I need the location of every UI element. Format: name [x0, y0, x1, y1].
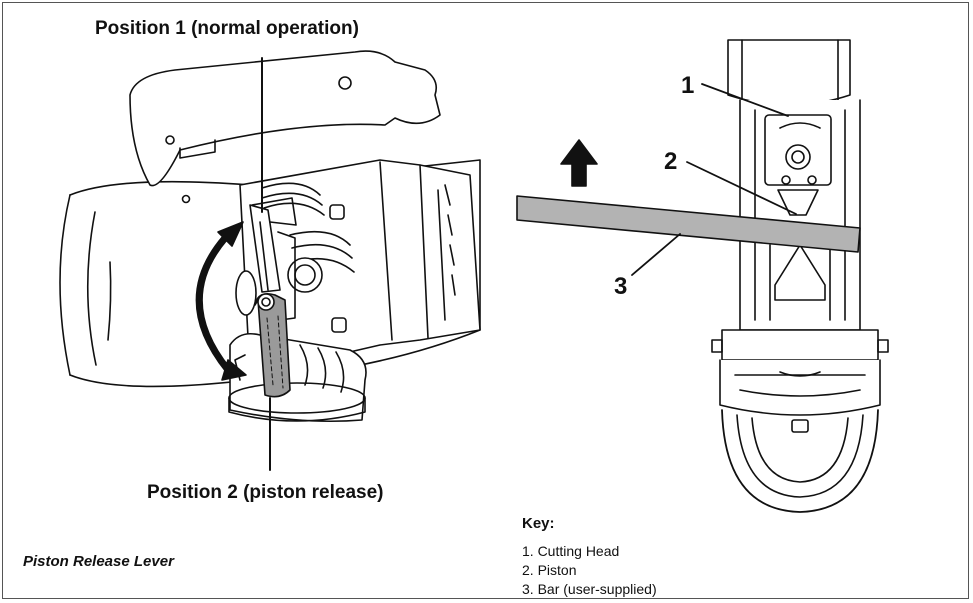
callout-2: 2: [664, 148, 678, 175]
lever-position-2: [235, 270, 291, 398]
callout-1: 1: [681, 72, 695, 99]
curved-double-arrow-icon: [195, 221, 247, 381]
callout-3: 3: [614, 273, 628, 300]
figure-caption: Piston Release Lever: [23, 553, 174, 570]
key-item-cutting-head: 1. Cutting Head: [522, 543, 620, 559]
key-legend: Key: 1. Cutting Head 2. Piston 3. Bar (u…: [522, 515, 657, 599]
position-1-label: Position 1 (normal operation): [95, 18, 359, 39]
key-title: Key:: [522, 515, 555, 532]
up-arrow-icon: [560, 139, 598, 187]
key-item-bar: 3. Bar (user-supplied): [522, 581, 657, 597]
cutting-tool-front: [711, 39, 889, 513]
position-2-label: Position 2 (piston release): [147, 482, 384, 503]
key-item-piston: 2. Piston: [522, 562, 577, 578]
bar-user-supplied: [516, 195, 861, 253]
